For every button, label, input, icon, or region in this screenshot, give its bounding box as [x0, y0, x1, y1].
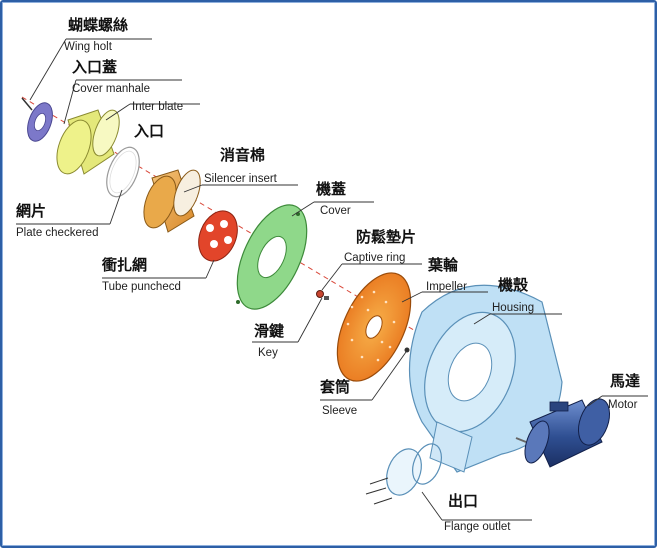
plate-checkered-part	[106, 146, 140, 198]
plate-checkered-zh-label: 網片	[16, 202, 47, 220]
leader-lines	[16, 38, 648, 521]
inter-plate-zh-label: 入口	[134, 122, 165, 140]
tube-punched-en-label: Tube punchecd	[102, 281, 181, 293]
captive-ring-en-label: Captive ring	[344, 252, 406, 264]
flange-outlet-en-label: Flange outlet	[444, 521, 511, 533]
motor-zh-label: 馬達	[610, 372, 641, 390]
key-en-label: Key	[258, 347, 278, 359]
flange-outlet-part	[365, 443, 442, 505]
captive-ring-part	[316, 290, 329, 300]
tube-punched-zh-label: 衝扎網	[102, 256, 148, 274]
plate-checkered-en-label: Plate checkered	[16, 227, 99, 239]
housing-part	[409, 284, 563, 473]
captive-ring-zh-label: 防鬆墊片	[356, 228, 417, 246]
silencer-insert-zh-label: 消音棉	[220, 146, 266, 164]
motor-part	[515, 398, 611, 468]
cover-manhole-en-label: Cover manhale	[72, 83, 150, 95]
housing-en-label: Housing	[492, 302, 535, 314]
wing-bolt-part	[21, 97, 53, 142]
wing-bolt-zh-label: 蝴蝶螺絲	[68, 16, 129, 34]
sleeve-en-label: Sleeve	[322, 405, 358, 417]
impeller-part	[336, 272, 412, 382]
wing-bolt-en-label: Wing holt	[64, 41, 112, 53]
tube-punched-part	[198, 210, 238, 262]
sleeve-zh-label: 套筒	[320, 378, 351, 396]
cover-zh-label: 機蓋	[316, 180, 347, 198]
inter-plate-en-label: Inter blate	[132, 101, 184, 113]
housing-zh-label: 機殼	[498, 276, 529, 294]
cover-manhole-part	[56, 109, 120, 175]
impeller-en-label: Impeller	[426, 281, 467, 293]
cover-en-label: Cover	[320, 205, 351, 217]
motor-en-label: Motor	[608, 399, 638, 411]
silencer-insert-part	[143, 169, 201, 233]
flange-outlet-zh-label: 出口	[448, 492, 479, 510]
silencer-insert-en-label: Silencer insert	[204, 173, 277, 185]
cover-part	[236, 204, 308, 310]
key-zh-label: 滑鍵	[254, 322, 285, 340]
cover-manhole-zh-label: 入口蓋	[72, 58, 118, 76]
impeller-zh-label: 葉輪	[428, 256, 459, 274]
